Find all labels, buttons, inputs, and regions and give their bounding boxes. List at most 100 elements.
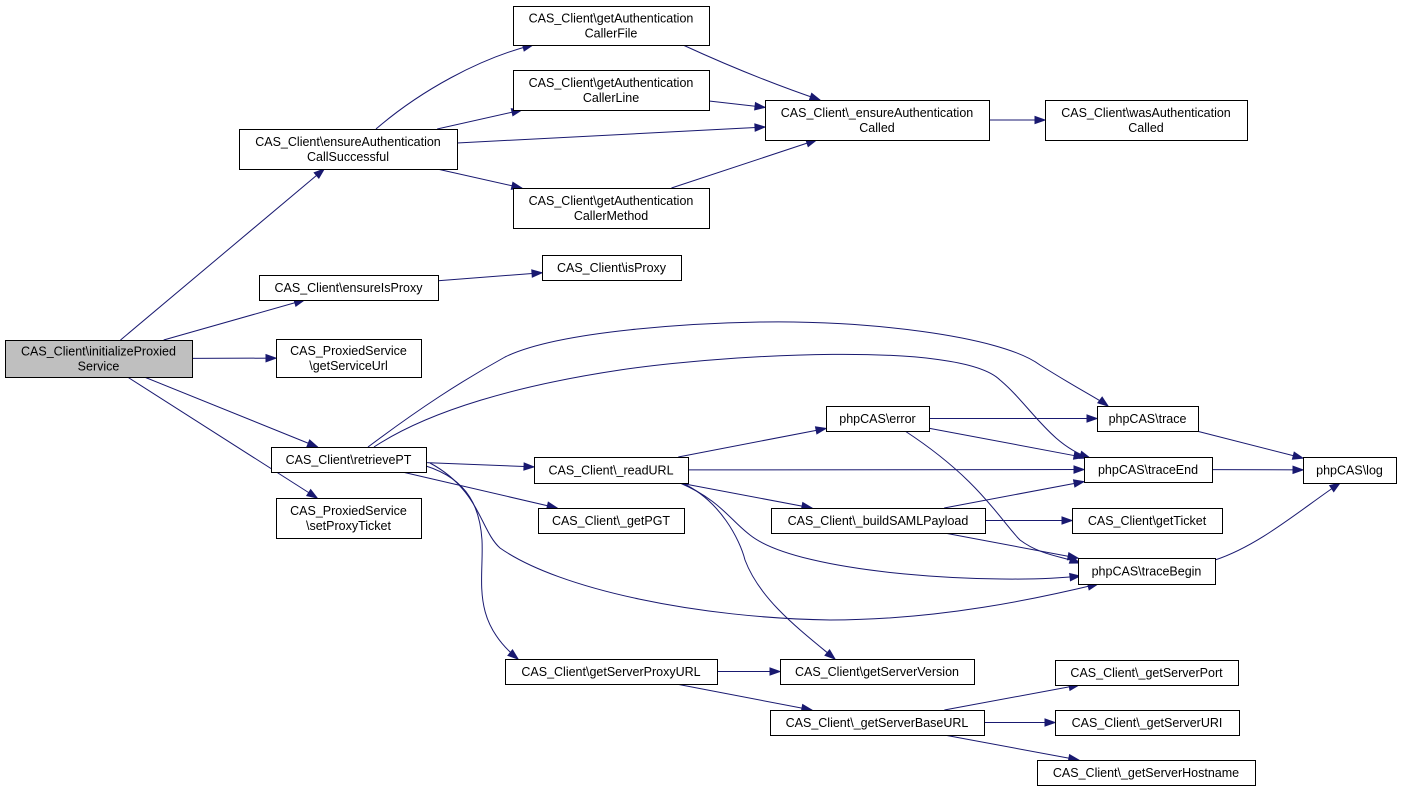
edge-_readURL-to-_buildSAMLPayload — [679, 482, 813, 509]
arrowhead-icon — [265, 353, 278, 363]
node-box — [1055, 710, 1240, 736]
node-box — [239, 129, 458, 170]
node-get-p-g-t[interactable]: CAS_Client\_getPGT — [538, 508, 685, 534]
node-set-proxy-ticket[interactable]: CAS_ProxiedService\setProxyTicket — [276, 498, 422, 539]
edge-retrievePT-to-traceEnd — [373, 353, 1091, 459]
node-label: CAS_Client\_getServerHostname — [1053, 766, 1239, 780]
edge-initializeProxiedService-to-ensureAuthenticationCallSuccessful — [120, 168, 325, 341]
arrowhead-icon — [305, 488, 319, 499]
node-box — [1045, 100, 1248, 141]
call-graph-nodes: CAS_Client\initializeProxiedServiceCAS_C… — [5, 6, 1397, 786]
node-label: phpCAS\trace — [1109, 412, 1187, 426]
edge-trace-to-log — [1196, 430, 1304, 459]
arrowhead-icon — [1066, 551, 1080, 561]
edge-_getServerBaseURL-to-_getServerHostname — [944, 734, 1079, 761]
edge-getServerProxyURL-to-_getServerBaseURL — [676, 683, 812, 711]
node-box — [276, 339, 422, 378]
node-box — [1055, 660, 1239, 686]
node-get-server-u-r-i[interactable]: CAS_Client\_getServerURI — [1055, 710, 1240, 736]
edge-initializeProxiedService-to-ensureIsProxy — [163, 299, 305, 341]
node-label: CAS_Client\getServerVersion — [795, 665, 959, 679]
node-label: \setProxyTicket — [306, 519, 392, 533]
node-get-server-hostname[interactable]: CAS_Client\_getServerHostname — [1037, 760, 1256, 786]
arrowhead-icon — [1097, 396, 1110, 407]
node-box — [513, 6, 710, 46]
node-label: CAS_Client\_buildSAMLPayload — [788, 514, 969, 528]
node-ensure-authentication-call-successful[interactable]: CAS_Client\ensureAuthenticationCallSucce… — [239, 129, 458, 170]
node-is-proxy[interactable]: CAS_Client\isProxy — [542, 255, 682, 281]
node-error[interactable]: phpCAS\error — [826, 406, 930, 432]
arrowhead-icon — [769, 667, 782, 676]
node-box — [505, 659, 718, 685]
node-label: CAS_Client\getAuthentication — [529, 12, 694, 26]
node-get-ticket[interactable]: CAS_Client\getTicket — [1072, 508, 1223, 534]
node-get-service-url[interactable]: CAS_ProxiedService\getServiceUrl — [276, 339, 422, 378]
arrowhead-icon — [754, 101, 767, 111]
node-label: CAS_Client\ensureAuthentication — [255, 135, 441, 149]
node-label: CAS_Client\getTicket — [1088, 514, 1207, 528]
node-box — [5, 340, 193, 378]
node-retrieve-p-t[interactable]: CAS_Client\retrievePT — [271, 447, 427, 473]
node-read-u-r-l[interactable]: CAS_Client\_readURL — [534, 457, 689, 484]
edge-retrievePT-to-_getPGT — [402, 471, 558, 509]
node-get-server-port[interactable]: CAS_Client\_getServerPort — [1055, 660, 1239, 686]
node-box — [542, 255, 682, 281]
edge-traceBegin-to-log — [1214, 482, 1341, 561]
arrowhead-icon — [824, 648, 837, 660]
arrowhead-icon — [1073, 465, 1086, 474]
edge-retrievePT-to-_readURL — [425, 462, 535, 468]
node-build-s-a-m-l-payload[interactable]: CAS_Client\_buildSAMLPayload — [771, 508, 986, 534]
node-box — [1037, 760, 1256, 786]
node-label: CAS_ProxiedService — [290, 504, 407, 518]
node-label: Called — [859, 121, 894, 135]
node-box — [513, 188, 710, 229]
edge-error-to-traceBegin — [904, 430, 1081, 564]
arrowhead-icon — [507, 649, 520, 660]
node-label: CAS_Client\getServerProxyURL — [521, 665, 700, 679]
node-label: Service — [78, 360, 120, 374]
node-get-server-base-u-r-l[interactable]: CAS_Client\_getServerBaseURL — [770, 710, 985, 736]
node-box — [1084, 457, 1213, 483]
node-box — [765, 100, 990, 141]
edge-initializeProxiedService-to-retrievePT — [144, 376, 318, 448]
call-graph-edges — [120, 43, 1342, 763]
node-label: CAS_Client\_getServerBaseURL — [786, 716, 969, 730]
node-box — [513, 70, 710, 111]
arrowhead-icon — [1061, 516, 1074, 525]
node-trace-begin[interactable]: phpCAS\traceBegin — [1078, 558, 1216, 585]
arrowhead-icon — [1292, 465, 1305, 475]
arrowhead-icon — [523, 462, 536, 471]
edge-_getServerBaseURL-to-_getServerPort — [944, 684, 1080, 711]
node-trace-end[interactable]: phpCAS\traceEnd — [1084, 457, 1213, 483]
node-ensure-is-proxy[interactable]: CAS_Client\ensureIsProxy — [259, 275, 439, 301]
node-box — [276, 498, 422, 539]
node-label: CAS_Client\_getPGT — [552, 514, 670, 528]
node-box — [271, 447, 427, 473]
node-label: Called — [1128, 121, 1163, 135]
node-label: phpCAS\error — [839, 412, 915, 426]
node-label: CAS_Client\ensureIsProxy — [275, 281, 424, 295]
arrowhead-icon — [1072, 451, 1086, 460]
edge-ensureAuthenticationCallSuccessful-to-_ensureAuthenticationCalled — [456, 126, 766, 144]
node-label: CallerMethod — [574, 209, 648, 223]
node-box — [780, 659, 975, 685]
node-log[interactable]: phpCAS\log — [1303, 457, 1397, 484]
node-get-server-proxy-u-r-l[interactable]: CAS_Client\getServerProxyURL — [505, 659, 718, 685]
node-trace[interactable]: phpCAS\trace — [1097, 406, 1199, 432]
arrowhead-icon — [1328, 482, 1342, 493]
node-box — [1097, 406, 1199, 432]
node-get-server-version[interactable]: CAS_Client\getServerVersion — [780, 659, 975, 685]
node-box — [1303, 457, 1397, 484]
node-label: CAS_Client\_getServerURI — [1072, 716, 1223, 730]
edge-_buildSAMLPayload-to-traceEnd — [944, 481, 1085, 509]
node-label: CAS_Client\_ensureAuthentication — [781, 106, 974, 120]
arrowhead-icon — [1086, 414, 1099, 423]
edge-ensureAuthenticationCallSuccessful-to-getAuthenticationCallerLine — [437, 109, 522, 130]
